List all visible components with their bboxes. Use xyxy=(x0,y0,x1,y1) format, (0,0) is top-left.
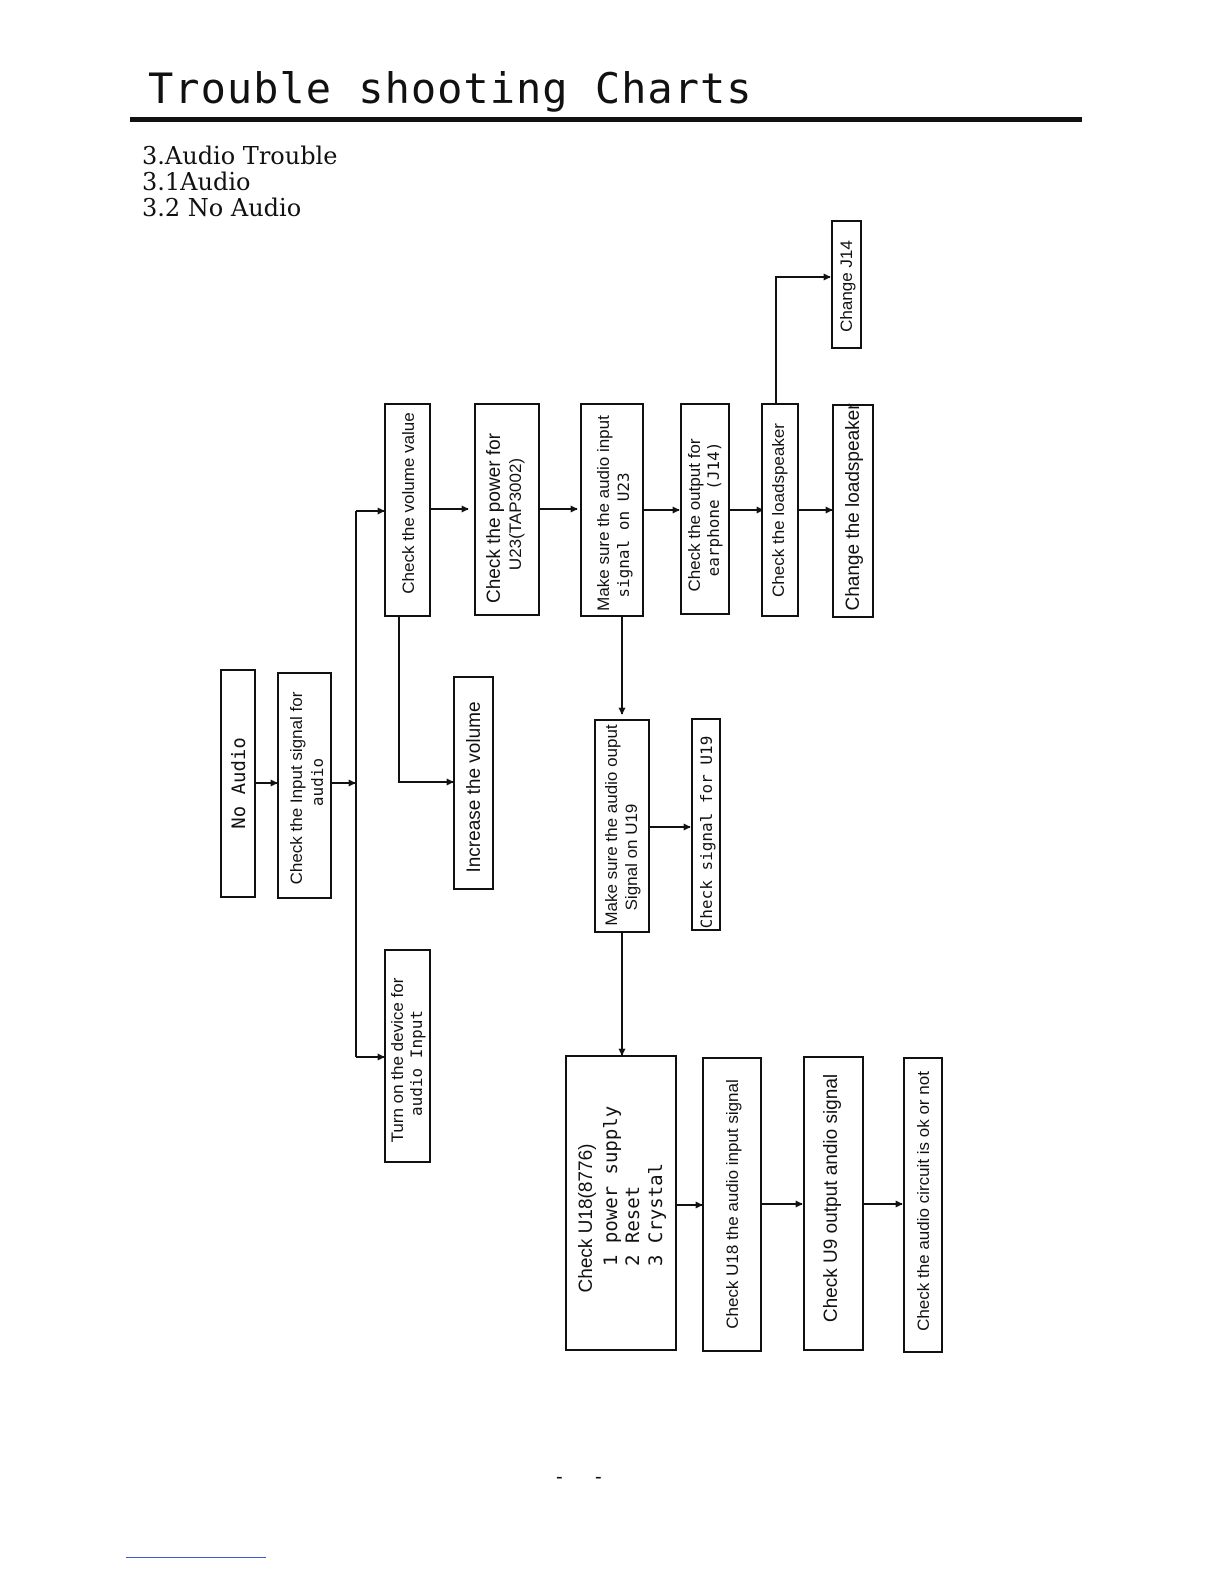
node-label: 1 power supply xyxy=(600,1106,622,1266)
node-change-loudspeaker: Change the loadspeaker xyxy=(832,403,874,618)
node-label: Check the loadspeaker xyxy=(769,423,788,597)
node-check-power: Check the power for U23(TAP3002) xyxy=(474,403,540,616)
node-check-u9-output: Check U9 output andio signal xyxy=(803,1056,864,1351)
node-check-signal-u19: Check signal for U19 xyxy=(691,718,721,931)
node-label: Check the Input signal for xyxy=(287,691,306,884)
node-label: Make sure the audio input xyxy=(594,415,613,611)
node-label: Turn on the device for xyxy=(388,977,407,1142)
node-label: Change the loadspeaker xyxy=(843,403,864,611)
connector-group xyxy=(255,273,903,1209)
node-make-sure-audio-input: Make sure the audio input signal on U23 xyxy=(580,403,644,617)
node-label: Increase the volume xyxy=(464,701,485,872)
node-label: Check signal for U19 xyxy=(697,736,716,929)
node-check-u18-input: Check U18 the audio input signal xyxy=(702,1057,762,1352)
node-turn-on-device: Turn on the device for audio Input xyxy=(384,949,431,1163)
node-label: 3 Crystal xyxy=(645,1163,667,1266)
node-label: earphone (J14) xyxy=(704,442,723,577)
node-check-input-signal: Check the Input signal for audio xyxy=(277,672,332,899)
node-label: 2 Reset xyxy=(622,1186,644,1266)
page-title: Trouble shooting Charts xyxy=(148,64,753,113)
node-label: Signal on U19 xyxy=(622,804,641,911)
node-check-audio-circuit: Check the audio circuit is ok or not xyxy=(903,1057,943,1353)
page-number-dash-left: - xyxy=(556,1466,563,1488)
node-label: signal on U23 xyxy=(614,472,633,597)
title-underline xyxy=(130,117,1082,122)
node-label: Check the audio circuit is ok or not xyxy=(914,1071,933,1331)
node-change-j14: Change J14 xyxy=(831,220,862,349)
node-label: Change J14 xyxy=(837,240,856,332)
node-label: Make sure the audio ouput xyxy=(602,724,621,926)
footer-rule xyxy=(126,1557,266,1558)
node-check-u18: Check U18(8776) 1 power supply 2 Reset 3… xyxy=(565,1055,677,1351)
node-label: audio xyxy=(308,758,327,806)
node-label: Check U18(8776) xyxy=(576,1144,597,1293)
node-check-loudspeaker: Check the loadspeaker xyxy=(761,403,799,617)
section-heading: 3.Audio Trouble xyxy=(142,142,338,170)
page-number-dash-right: - xyxy=(595,1466,602,1488)
arrow-to-increase-volume xyxy=(398,616,454,786)
node-label: U23(TAP3002) xyxy=(506,458,525,570)
node-check-output-earphone: Check the output for earphone (J14) xyxy=(680,403,730,615)
node-label: No Audio xyxy=(228,737,250,829)
node-label: Check the output for xyxy=(685,438,704,591)
arrow-to-change-j14 xyxy=(775,273,831,404)
node-label: Check U9 output andio signal xyxy=(821,1074,842,1322)
subsection-heading: 3.2 No Audio xyxy=(142,194,302,222)
node-make-sure-audio-output: Make sure the audio ouput Signal on U19 xyxy=(594,719,650,933)
node-no-audio: No Audio xyxy=(220,669,256,898)
node-label: Check U18 the audio input signal xyxy=(723,1079,742,1329)
node-check-volume: Check the volume value xyxy=(384,403,431,617)
node-increase-volume: Increase the volume xyxy=(453,676,494,890)
node-label: audio Input xyxy=(407,1010,426,1116)
subsection-heading: 3.1Audio xyxy=(142,168,251,196)
node-label: Check the power for xyxy=(484,432,505,603)
node-label: Check the volume value xyxy=(399,412,418,593)
